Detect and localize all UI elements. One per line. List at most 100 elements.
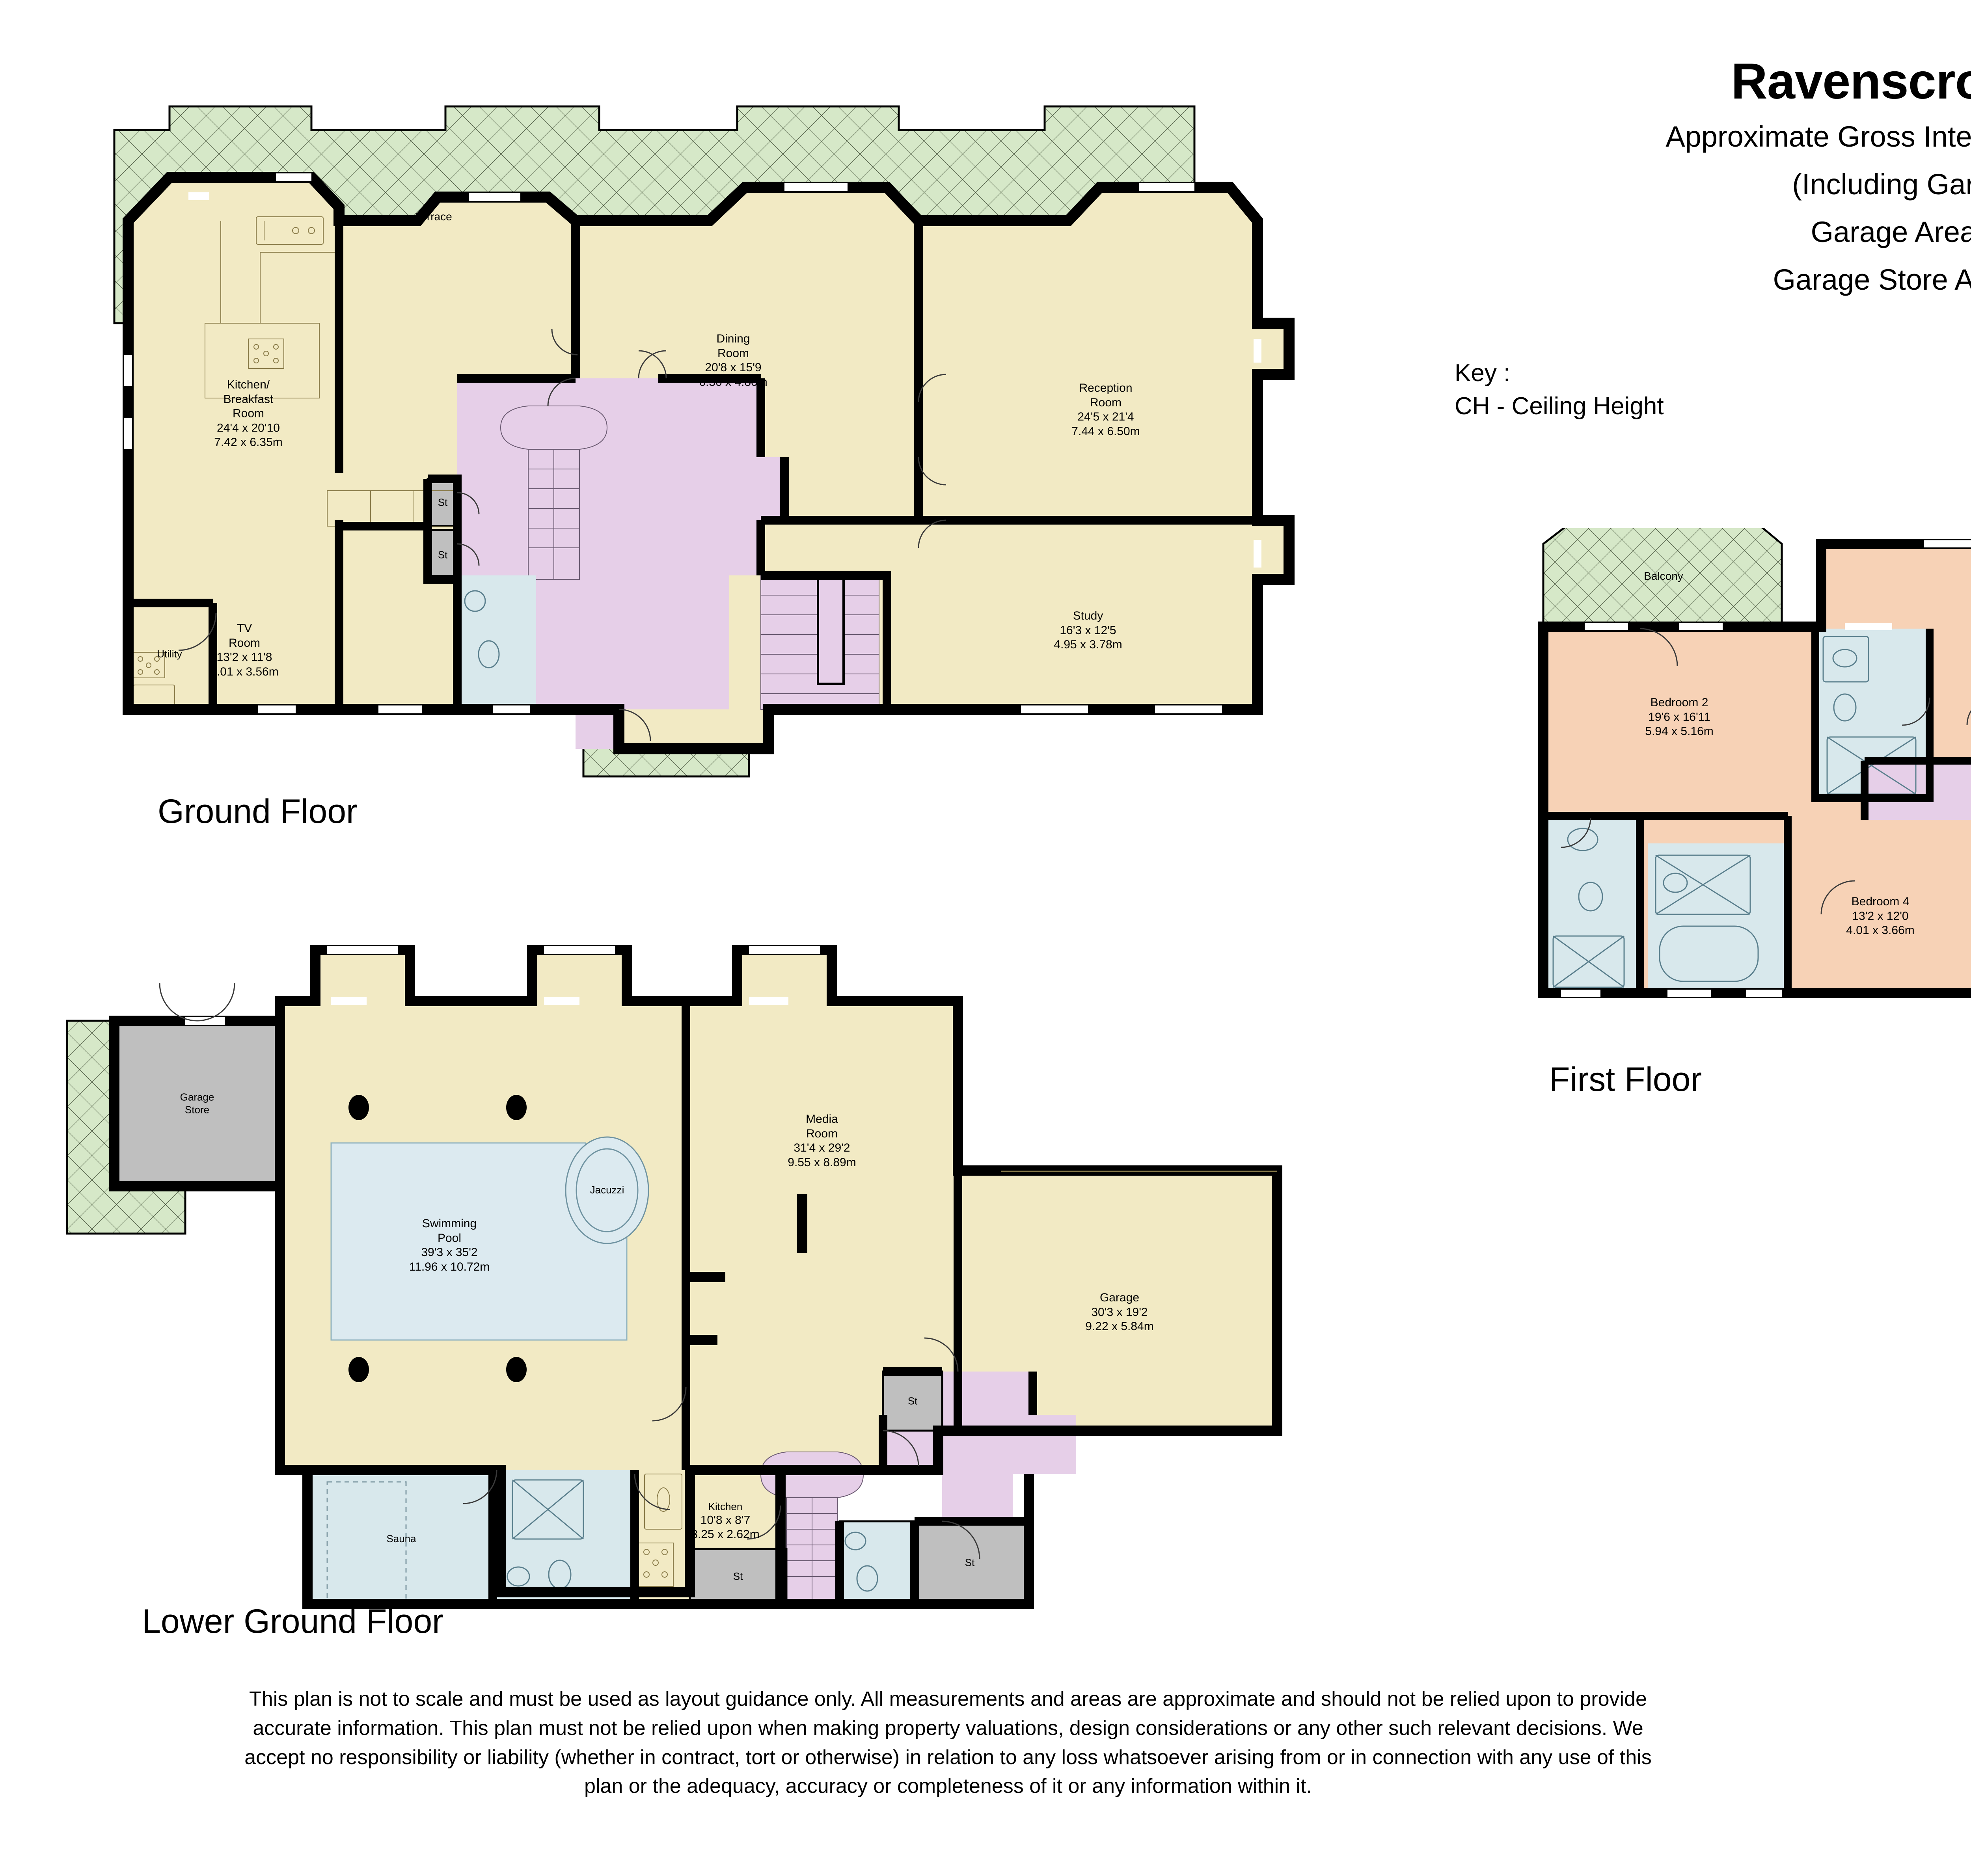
room-jacuzzi: Jacuzzi <box>590 1184 624 1197</box>
key-block: Key : CH - Ceiling Height <box>1455 357 1664 422</box>
window-openings <box>185 946 820 1025</box>
room-sauna: Sauna <box>386 1533 416 1545</box>
area-line-4: Garage Store Area 127 sq ft - 11 sq m <box>1773 263 1971 296</box>
room-name-line: TV <box>237 622 252 635</box>
room-name-line: Bedroom 2 <box>1650 696 1708 709</box>
room-name-line: Sauna <box>386 1533 416 1545</box>
room-dim-metric: 4.01 x 3.56m <box>210 665 279 678</box>
room-dim-imperial: 10'8 x 8'7 <box>700 1513 751 1527</box>
stair-ground-up <box>500 406 608 580</box>
room-utility: Utility <box>157 648 182 661</box>
room-bedroom-2: Bedroom 2 19'6 x 16'11 5.94 x 5.16m <box>1645 696 1713 739</box>
room-dim-imperial: 24'5 x 21'4 <box>1077 410 1134 423</box>
family-bathroom <box>1648 843 1788 993</box>
door-swings <box>178 329 946 741</box>
room-name-line: Room <box>806 1127 838 1140</box>
shower-room <box>493 1470 635 1604</box>
room-dim-imperial: 13'2 x 11'8 <box>216 651 272 664</box>
room-kitchen-breakfast: Kitchen/ Breakfast Room 24'4 x 20'10 7.4… <box>214 378 282 450</box>
room-dim-imperial: 20'8 x 15'9 <box>705 361 762 374</box>
room-dim-metric: 4.95 x 3.78m <box>1054 638 1122 651</box>
room-swimming-pool: Swimming Pool 39'3 x 35'2 11.96 x 10.72m <box>409 1217 490 1274</box>
store-label: St <box>965 1556 975 1569</box>
room-name-line: Room <box>1090 396 1122 409</box>
room-name-line: Garage <box>180 1091 214 1103</box>
exterior-wall <box>275 945 1282 1597</box>
logo-line-united: United <box>1904 1666 1971 1717</box>
window-openings <box>124 173 1261 713</box>
room-dining: Dining Room 20'8 x 15'9 6.30 x 4.80m <box>699 332 767 389</box>
jacuzzi <box>565 1136 649 1244</box>
room-dim-imperial: 39'3 x 35'2 <box>421 1246 478 1259</box>
room-name-line: Breakfast <box>223 393 274 406</box>
room-name-line: Store <box>184 1104 210 1115</box>
room-dim-imperial: 19'6 x 16'11 <box>1648 710 1710 724</box>
bathroom-fittings <box>1552 636 1917 988</box>
room-name-line: Kitchen/ <box>227 378 270 391</box>
ground-floor-label: Ground Floor <box>158 793 358 830</box>
room-reception: Reception Room 24'5 x 21'4 7.44 x 6.50m <box>1071 381 1140 439</box>
first-floor-rooms <box>1538 539 1971 998</box>
area-line-3: Garage Area 578 sq ft - 53 sq m <box>1811 215 1971 248</box>
room-name-line: Media <box>806 1112 838 1126</box>
header-block: Ravenscroft Road, KT13 Approximate Gross… <box>1435 55 1971 298</box>
store-label: St <box>438 549 448 561</box>
wall-nibs <box>686 1194 807 1345</box>
balcony-label-left: Balcony <box>1644 570 1683 582</box>
room-name-line: Jacuzzi <box>590 1184 624 1196</box>
room-dim-imperial: 31'4 x 29'2 <box>794 1141 850 1154</box>
store-cupboard <box>882 1370 943 1432</box>
pool-columns <box>348 1095 527 1382</box>
room-name-line: Pool <box>437 1231 462 1245</box>
room-name-line: Utility <box>157 648 182 660</box>
room-dim-metric: 7.42 x 6.35m <box>214 436 283 449</box>
key-heading: Key : <box>1455 359 1511 387</box>
lower-ground-rooms <box>159 945 1282 1609</box>
room-name-line: Reception <box>1079 381 1133 395</box>
room-dim-metric: 7.44 x 6.50m <box>1071 424 1140 438</box>
room-dim-metric: 9.22 x 5.84m <box>1085 1320 1154 1333</box>
room-name-line: Study <box>1073 609 1103 623</box>
room-dim-imperial: 30'3 x 19'2 <box>1091 1305 1148 1319</box>
first-floor-label: First Floor <box>1549 1061 1702 1098</box>
first-floor-plan: Balcony Balcony Bedroom 2 19'6 x 16'11 5… <box>1522 528 1971 1048</box>
room-name-line: Kitchen <box>708 1500 743 1513</box>
area-line-2: (Including Garage & Garage Store) <box>1792 168 1971 201</box>
disclaimer-text: This plan is not to scale and must be us… <box>244 1688 1652 1798</box>
stair-ground-down <box>760 575 879 710</box>
store-cupboard <box>689 1548 788 1605</box>
room-dim-metric: 11.96 x 10.72m <box>409 1260 490 1273</box>
store-label: St <box>907 1395 918 1407</box>
room-dim-metric: 4.01 x 3.66m <box>1846 924 1915 937</box>
interior-walls <box>128 221 1257 709</box>
room-name-line: Dining <box>716 332 750 345</box>
room-dim-metric: 3.25 x 2.62m <box>691 1528 760 1541</box>
room-dim-imperial: 16'3 x 12'5 <box>1060 623 1116 637</box>
logo-united-kingdom: United Kingdom <box>1904 1666 1971 1768</box>
room-name-line: Room <box>228 636 261 650</box>
terrace-label: Terrace <box>415 210 452 223</box>
room-dim-metric: 6.30 x 4.80m <box>699 375 768 389</box>
room-garage-store: Garage Store <box>180 1091 214 1116</box>
room-lower-kitchen: Kitchen 10'8 x 8'7 3.25 x 2.62m <box>691 1501 759 1542</box>
room-garage: Garage 30'3 x 19'2 9.22 x 5.84m <box>1085 1291 1153 1334</box>
sauna-room <box>307 1470 493 1604</box>
logo-line-kingdom: Kingdom <box>1904 1717 1971 1768</box>
exterior-wall <box>123 172 1295 754</box>
room-dim-imperial: 24'4 x 20'10 <box>217 421 280 435</box>
door-swings <box>1561 628 1971 915</box>
room-name-line: Bedroom 4 <box>1851 895 1910 908</box>
page-title: Ravenscroft Road, KT13 <box>1731 53 1971 110</box>
exterior-wall <box>1538 539 1971 998</box>
lower-landing <box>883 1372 1076 1521</box>
room-tv: TV Room 13'2 x 11'8 4.01 x 3.56m <box>210 622 278 679</box>
room-dim-imperial: 13'2 x 12'0 <box>1852 909 1909 923</box>
window-openings <box>1561 540 1971 997</box>
room-study: Study 16'3 x 12'5 4.95 x 3.78m <box>1054 609 1122 652</box>
room-name-line: Garage <box>1099 1291 1140 1305</box>
room-media: Media Room 31'4 x 29'2 9.55 x 8.89m <box>788 1112 856 1170</box>
key-entry-ceiling-height: CH - Ceiling Height <box>1455 392 1664 420</box>
store-label: St <box>438 496 448 508</box>
lower-ground-floor-label: Lower Ground Floor <box>142 1602 443 1640</box>
room-name-line: Room <box>232 407 265 420</box>
